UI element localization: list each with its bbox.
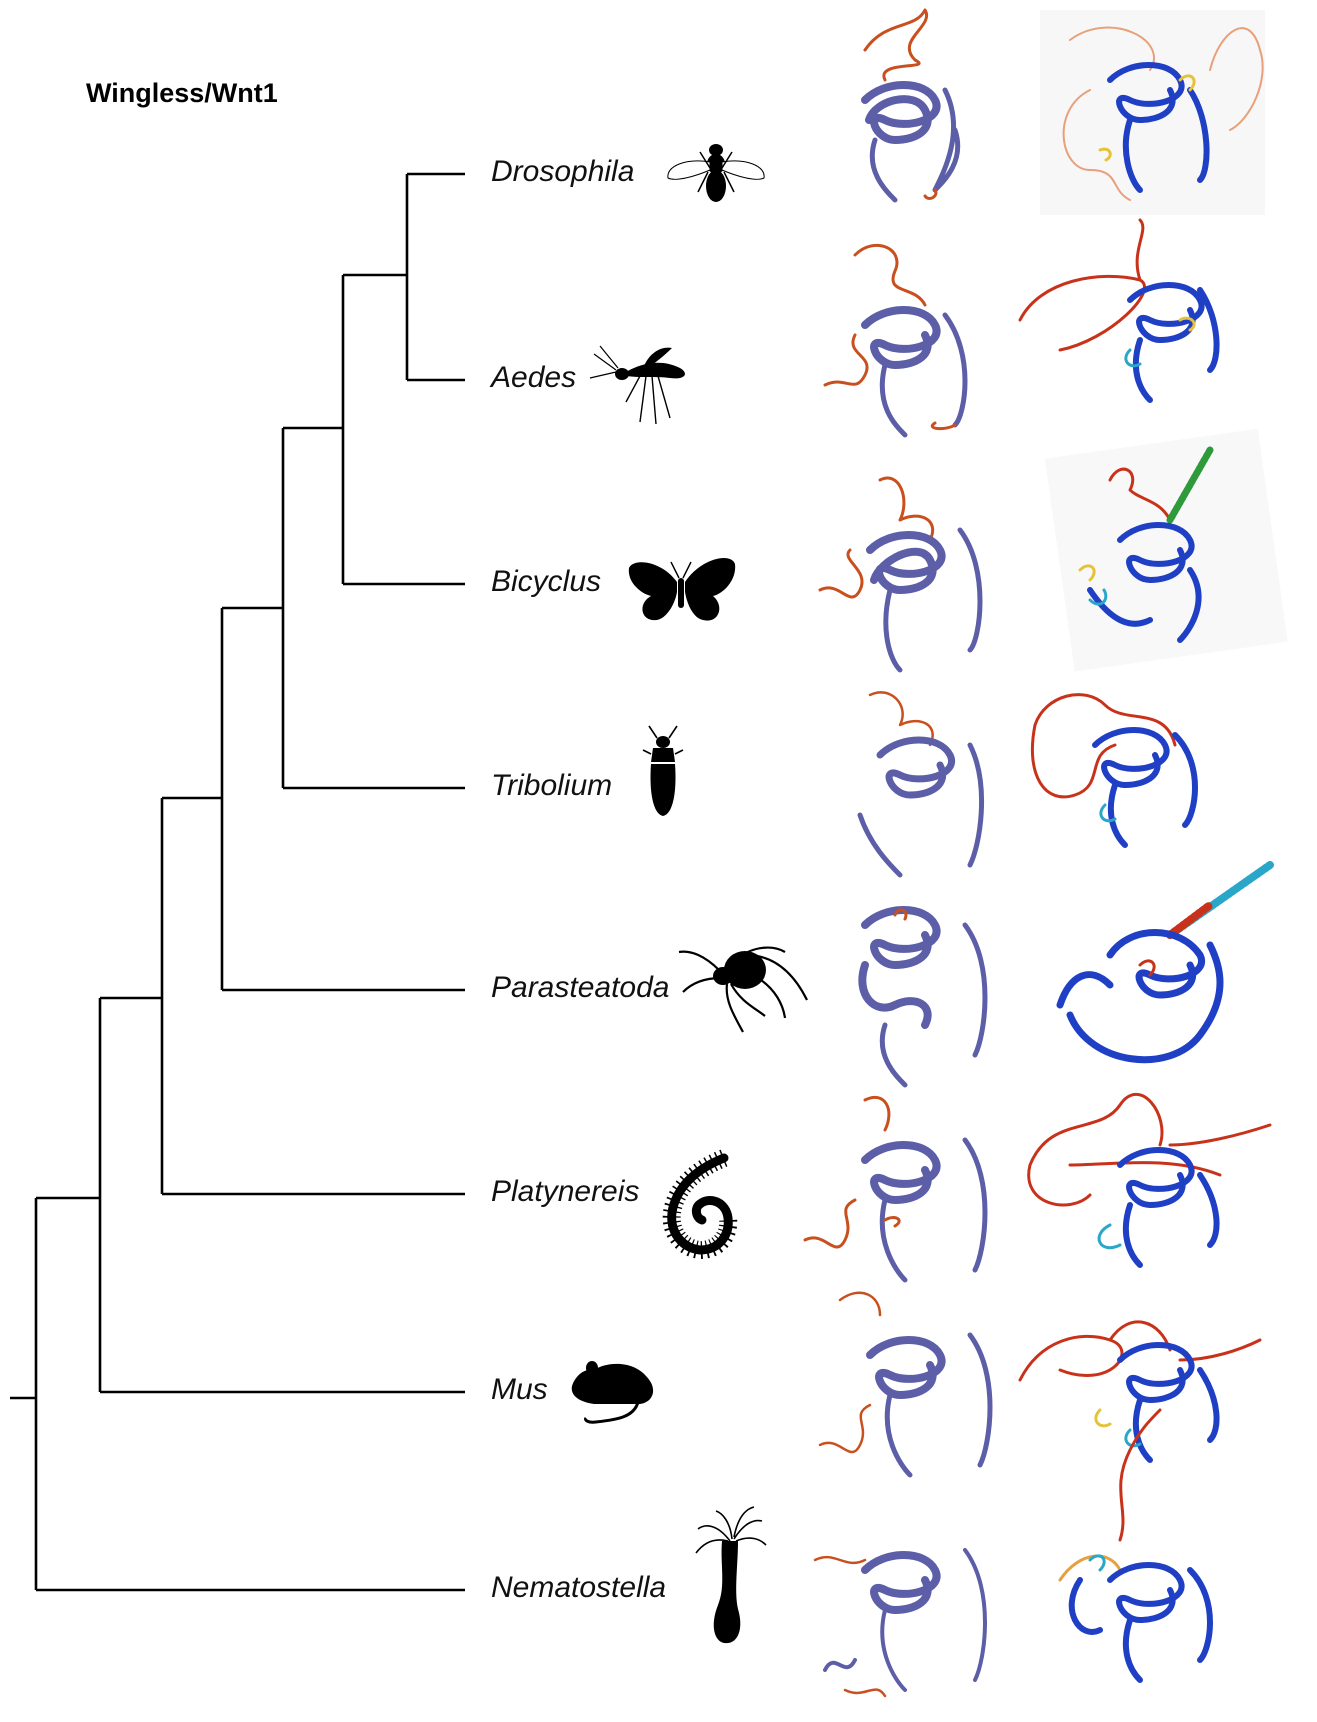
fly-icon (668, 144, 764, 202)
mosquito-icon (590, 346, 685, 424)
structure-model-drosophila-a (865, 10, 958, 200)
sea-anemone-icon (696, 1507, 766, 1643)
structure-model-aedes-a (825, 245, 965, 435)
species-label-parasteatoda: Parasteatoda (491, 971, 669, 1005)
mouse-icon (572, 1361, 653, 1422)
species-label-aedes: Aedes (491, 361, 576, 395)
structure-model-tribolium-a (860, 692, 982, 875)
species-label-tribolium: Tribolium (491, 769, 612, 803)
species-label-mus: Mus (491, 1373, 548, 1407)
beetle-icon (643, 726, 683, 816)
structure-model-parasteatoda-a (862, 910, 985, 1085)
species-label-bicyclus: Bicyclus (491, 565, 601, 599)
figure-title: Wingless/Wnt1 (86, 78, 278, 109)
structure-model-tribolium-b (1032, 695, 1195, 845)
structure-model-drosophila-b (1040, 10, 1265, 215)
spider-icon (679, 948, 807, 1032)
structure-model-platynereis-b (1029, 1094, 1270, 1265)
phylogenetic-tree (10, 174, 465, 1590)
structure-model-mus-b (1020, 1322, 1260, 1460)
butterfly-icon (629, 558, 735, 621)
structure-model-aedes-b (1020, 220, 1217, 400)
structure-model-mus-a (820, 1293, 990, 1475)
species-label-nematostella: Nematostella (491, 1571, 666, 1605)
structure-model-bicyclus-a (820, 478, 980, 670)
structure-model-parasteatoda-b (1060, 865, 1270, 1060)
species-label-platynereis: Platynereis (491, 1175, 639, 1209)
species-label-drosophila: Drosophila (491, 155, 634, 189)
structure-model-nematostella-a (815, 1550, 985, 1696)
structure-model-bicyclus-b (1045, 429, 1288, 672)
worm-icon (672, 1158, 729, 1250)
structure-model-nematostella-b (1060, 1410, 1210, 1680)
structure-model-platynereis-a (805, 1097, 985, 1280)
